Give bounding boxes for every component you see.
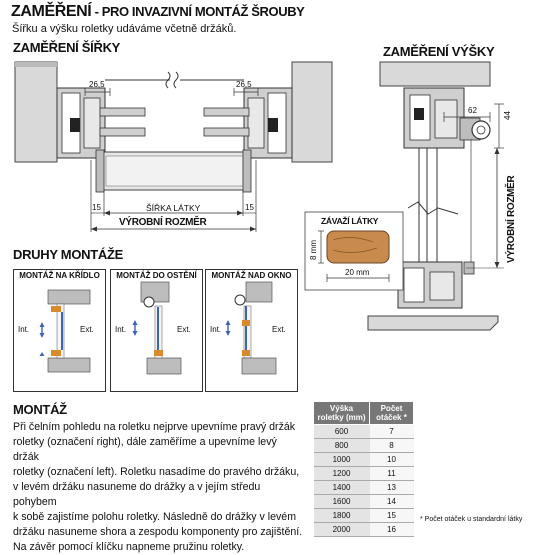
exterior-label: Ext. <box>272 325 286 334</box>
left-wall <box>14 61 58 163</box>
fabric-width-label: ŠÍŘKA LÁTKY <box>146 203 201 213</box>
montaz-line: roletky (označení left). Roletku nasadím… <box>13 466 300 478</box>
dim-26-5-right: 26,5 <box>236 80 252 89</box>
mount-panel-reveal: MONTÁŽ DO OSTĚNÍ Int. Ext. <box>110 269 203 392</box>
mount-panel-label: MONTÁŽ DO OSTĚNÍ <box>116 271 197 280</box>
montaz-heading: MONTÁŽ <box>13 402 67 417</box>
interior-label: Int. <box>115 325 127 334</box>
table-header-row: Výška roletky (mm) Počet otáček * <box>313 401 414 425</box>
weight-bar-label: ZÁVAŽÍ LÁTKY <box>321 216 379 226</box>
montaz-line: Na závěr pomocí klíčku napneme pružinu r… <box>13 541 245 553</box>
page-title: ZAMĚŘENÍ - PRO INVAZIVNÍ MONTÁŽ ŠROUBY <box>11 3 305 20</box>
exterior-label: Ext. <box>80 325 94 334</box>
left-frame-profile <box>56 87 146 159</box>
mount-panel-sash: MONTÁŽ NA KŘÍDLO Int. Ext. <box>13 269 106 392</box>
header-height: Výška roletky (mm) <box>313 401 370 425</box>
dim-15-left: 15 <box>92 203 101 212</box>
width-measurement-drawing <box>14 61 333 232</box>
interior-label: Int. <box>210 325 222 334</box>
turns-footnote: * Počet otáček u standardní látky <box>420 516 523 523</box>
interior-label: Int. <box>18 325 30 334</box>
montaz-line: roletky (označení right), dále zaměříme … <box>13 436 277 463</box>
weight-bar-drawing <box>304 211 404 291</box>
right-frame-profile <box>203 87 293 159</box>
dim-62: 62 <box>468 106 477 115</box>
weight-bar-height-dim: 8 mm <box>309 240 318 260</box>
exterior-label: Ext. <box>177 325 191 334</box>
mount-panel-label: MONTÁŽ NA KŘÍDLO <box>19 271 100 280</box>
montaz-instructions: Při čelním pohledu na roletku nejprve up… <box>13 420 303 555</box>
dim-26-5-left: 26,5 <box>89 80 105 89</box>
mounting-types-heading: DRUHY MONTÁŽE <box>13 247 123 262</box>
montaz-line: Při čelním pohledu na roletku nejprve up… <box>13 421 296 433</box>
weight-bar-width-dim: 20 mm <box>345 268 370 277</box>
dim-15-right: 15 <box>245 203 254 212</box>
mount-panel-label: MONTÁŽ NAD OKNO <box>211 271 292 280</box>
production-size-label-width: VÝROBNÍ ROZMĚR <box>119 217 207 228</box>
right-wall <box>291 61 333 163</box>
width-section-heading: ZAMĚŘENÍ ŠÍŘKY <box>13 40 121 55</box>
mount-panel-above-window: MONTÁŽ NAD OKNO Int. Ext. <box>205 269 298 392</box>
page-subtitle: Šířku a výšku roletky udáváme včetně drž… <box>12 23 237 35</box>
height-section-heading: ZAMĚŘENÍ VÝŠKY <box>383 44 495 59</box>
header-turns: Počet otáček * <box>369 401 414 425</box>
montaz-line: k sobě zajistíme polohu roletky. Následn… <box>13 511 297 523</box>
montaz-line: držáku nasuneme shora a zespodu komponen… <box>13 526 303 538</box>
montaz-line: v levém držáku nasuneme do drážky a v je… <box>13 481 261 508</box>
